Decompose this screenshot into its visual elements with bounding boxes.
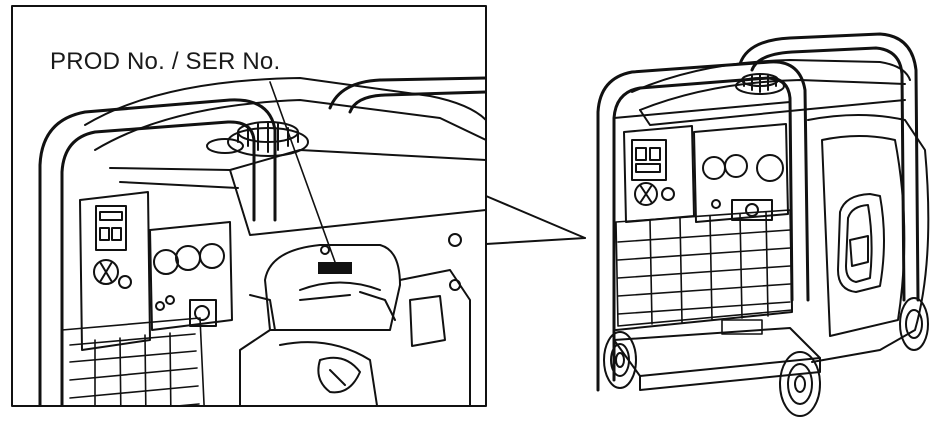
control-panel bbox=[623, 123, 789, 223]
engine-area bbox=[239, 233, 471, 406]
wheel-front-right bbox=[779, 351, 821, 417]
side-handle-recess bbox=[837, 193, 885, 293]
control-panel bbox=[79, 191, 233, 351]
fuel-cap-icon bbox=[735, 73, 785, 95]
wheel-front-left bbox=[603, 331, 637, 389]
front-grille bbox=[615, 209, 793, 335]
callout-wedge bbox=[485, 195, 586, 245]
leader-line bbox=[269, 81, 336, 263]
serial-plate bbox=[318, 262, 352, 274]
inset-closeup bbox=[11, 5, 487, 407]
generator-main bbox=[596, 32, 930, 417]
prod-ser-number-label: PROD No. / SER No. bbox=[50, 48, 281, 75]
wheel-rear bbox=[899, 297, 929, 351]
fuel-cap-icon bbox=[206, 121, 309, 157]
inset-border bbox=[11, 5, 487, 407]
front-grille bbox=[61, 317, 205, 406]
